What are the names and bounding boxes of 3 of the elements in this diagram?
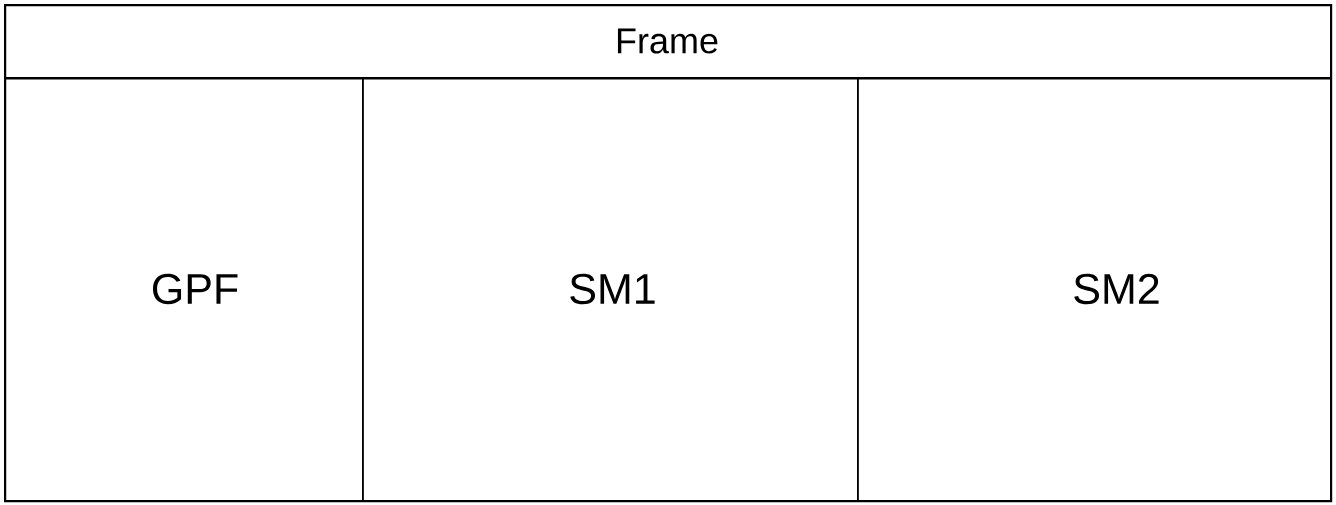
section-box: SM1 — [362, 78, 859, 502]
section-box: SM2 — [857, 78, 1332, 502]
section-box: GPF — [4, 78, 364, 502]
